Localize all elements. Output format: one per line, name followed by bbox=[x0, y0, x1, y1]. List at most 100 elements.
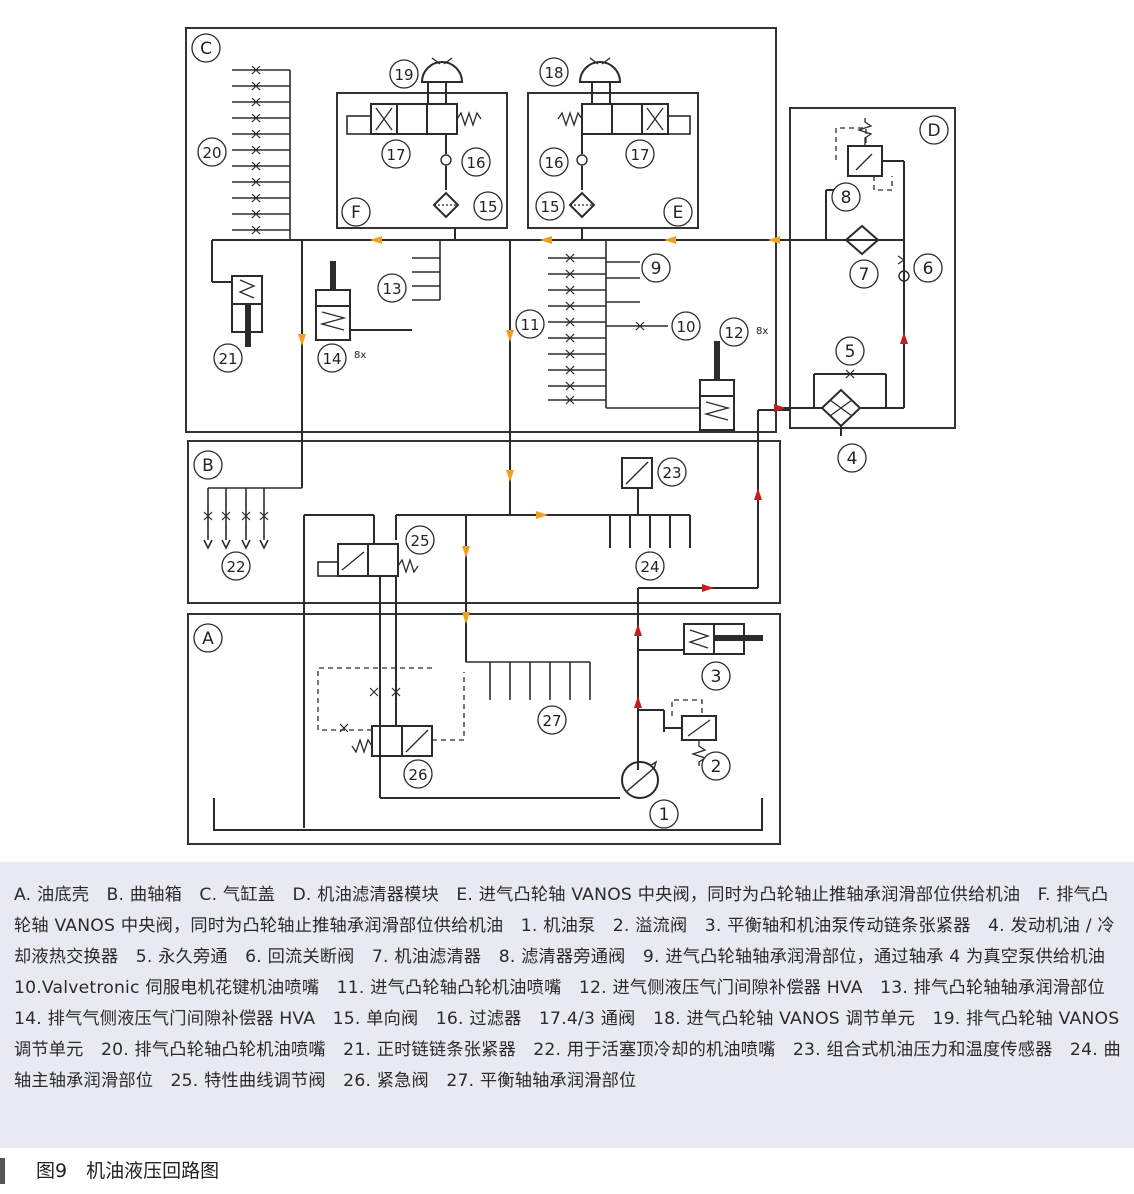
callout-label: D bbox=[927, 121, 940, 141]
intake-vanos-valve-17 bbox=[557, 82, 691, 219]
callout-circle bbox=[913, 253, 943, 283]
callout-circle bbox=[641, 253, 671, 283]
flow-arrows-red bbox=[634, 332, 908, 708]
callout-19: 19 bbox=[389, 59, 419, 89]
callout-label: 12 bbox=[724, 324, 743, 342]
callout-label: 16 bbox=[466, 154, 485, 172]
module-a-boundary bbox=[187, 613, 781, 845]
callout-label: 25 bbox=[410, 532, 429, 550]
callout-D: D bbox=[919, 115, 949, 145]
filter-module-d bbox=[780, 118, 910, 436]
callout-label: 5 bbox=[845, 342, 856, 362]
callout-label: 24 bbox=[640, 558, 659, 576]
callout-21: 21 bbox=[213, 343, 243, 373]
exhaust-vanos-unit-19 bbox=[420, 57, 464, 83]
callout-circle bbox=[671, 311, 701, 341]
pressure-relief-valve-2 bbox=[664, 699, 717, 766]
callout-label: 15 bbox=[478, 198, 497, 216]
callout-5: 5 bbox=[835, 336, 865, 366]
legend-panel: A. 油底壳 B. 曲轴箱 C. 气缸盖 D. 机油滤清器模块 E. 进气凸轮轴… bbox=[0, 862, 1134, 1148]
callout-label: F bbox=[351, 203, 361, 223]
callout-9: 9 bbox=[641, 253, 671, 283]
callout-circle bbox=[461, 147, 491, 177]
callout-16a: 16 bbox=[461, 147, 491, 177]
callout-1: 1 bbox=[649, 799, 679, 829]
callout-label: 2 bbox=[711, 757, 722, 777]
balance-shaft-bearing-lines-27 bbox=[466, 661, 591, 700]
caption-marker bbox=[0, 1158, 5, 1184]
map-control-valve-25 bbox=[303, 514, 419, 828]
callout-label: A bbox=[202, 629, 214, 649]
pressure-temp-sensor-23 bbox=[621, 457, 653, 489]
callout-circle bbox=[539, 57, 569, 87]
multiplier-note: 8x bbox=[756, 326, 768, 337]
callout-4: 4 bbox=[837, 443, 867, 473]
nozzle-crosses-11 bbox=[565, 253, 645, 405]
caption-text: 图9 机油液压回路图 bbox=[36, 1160, 220, 1182]
callout-circle bbox=[405, 525, 435, 555]
callout-13: 13 bbox=[377, 273, 407, 303]
callout-circle bbox=[341, 197, 371, 227]
callout-23: 23 bbox=[657, 457, 687, 487]
callout-circle bbox=[635, 551, 665, 581]
callout-20: 20 bbox=[197, 137, 227, 167]
callout-circle bbox=[389, 59, 419, 89]
callout-B: B bbox=[193, 450, 223, 480]
callout-circle bbox=[849, 259, 879, 289]
callout-15b: 15 bbox=[535, 191, 565, 221]
callout-26: 26 bbox=[403, 759, 433, 789]
callout-label: 11 bbox=[520, 316, 539, 334]
callout-label: E bbox=[673, 203, 684, 223]
callout-label: 14 bbox=[322, 350, 341, 368]
main-oil-gallery bbox=[211, 228, 790, 515]
callout-6: 6 bbox=[913, 253, 943, 283]
callout-circle bbox=[193, 450, 223, 480]
figure-caption: 图9 机油液压回路图 bbox=[0, 1150, 1134, 1194]
callout-label: 18 bbox=[544, 64, 563, 82]
callout-label: 7 bbox=[859, 265, 870, 285]
callout-label: 3 bbox=[711, 667, 722, 687]
callout-17b: 17 bbox=[625, 139, 655, 169]
callout-circle bbox=[625, 139, 655, 169]
callout-circle bbox=[649, 799, 679, 829]
callout-12: 12 bbox=[719, 317, 749, 347]
callout-circle bbox=[831, 182, 861, 212]
callout-circle bbox=[719, 317, 749, 347]
callout-circle bbox=[381, 139, 411, 169]
callout-label: 22 bbox=[226, 558, 245, 576]
callout-circle bbox=[193, 623, 223, 653]
callout-circle bbox=[919, 115, 949, 145]
callout-circle bbox=[197, 137, 227, 167]
intake-vanos-unit-18 bbox=[578, 57, 622, 83]
emergency-valve-26 bbox=[317, 576, 465, 757]
callout-circle bbox=[837, 443, 867, 473]
module-f-boundary bbox=[336, 92, 508, 229]
chain-tensioner-21 bbox=[231, 275, 263, 347]
callout-circle bbox=[403, 759, 433, 789]
callout-circle bbox=[657, 457, 687, 487]
callout-label: 26 bbox=[408, 766, 427, 784]
callout-label: 21 bbox=[218, 350, 237, 368]
callout-16b: 16 bbox=[539, 147, 569, 177]
callout-A: A bbox=[193, 623, 223, 653]
callout-label: 1 bbox=[659, 805, 670, 825]
nozzle-crosses-20 bbox=[251, 65, 261, 235]
callout-label: C bbox=[200, 39, 212, 59]
callout-label: 17 bbox=[630, 146, 649, 164]
callout-2: 2 bbox=[701, 751, 731, 781]
intake-hva-12 bbox=[699, 341, 735, 431]
legend-text: A. 油底壳 B. 曲轴箱 C. 气缸盖 D. 机油滤清器模块 E. 进气凸轮轴… bbox=[14, 885, 1123, 1091]
module-c-boundary bbox=[185, 27, 777, 433]
callout-label: 9 bbox=[651, 259, 662, 279]
callout-label: 4 bbox=[847, 449, 858, 469]
callout-circle bbox=[537, 705, 567, 735]
callout-circle bbox=[539, 147, 569, 177]
callout-circle bbox=[221, 551, 251, 581]
callout-label: 15 bbox=[540, 198, 559, 216]
callout-7: 7 bbox=[849, 259, 879, 289]
callout-label: 27 bbox=[542, 712, 561, 730]
intake-cam-lines bbox=[548, 240, 700, 409]
multiplier-note: 8x bbox=[354, 350, 366, 361]
callout-circle bbox=[191, 33, 221, 63]
